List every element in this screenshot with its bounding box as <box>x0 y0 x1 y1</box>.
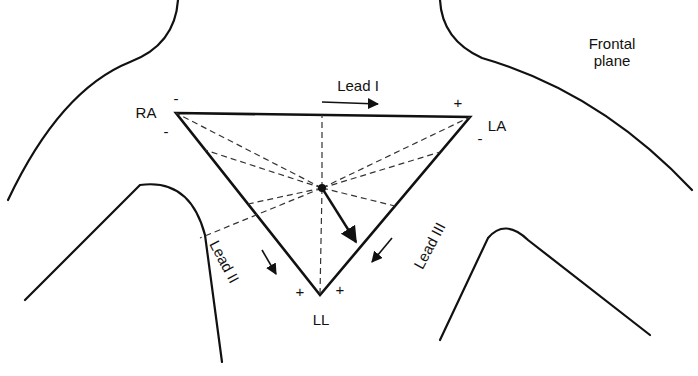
axis-line <box>321 115 322 188</box>
lead-label: Lead III <box>411 220 449 272</box>
lead-label: Lead I <box>337 78 379 95</box>
electrode-label: LL <box>313 312 330 329</box>
electrode-label: LA <box>488 118 506 135</box>
axis-line <box>200 188 322 238</box>
electrode-label: RA <box>136 105 157 122</box>
lead-direction-arrow <box>322 102 378 104</box>
polarity-sign: - <box>174 91 179 108</box>
einthoven-triangle <box>176 113 470 295</box>
lead-direction-arrow <box>372 238 392 262</box>
cardiac-vector <box>322 188 356 242</box>
lead-direction-arrow <box>262 250 276 274</box>
axis-line <box>176 113 322 188</box>
polarity-sign: - <box>478 131 483 148</box>
polarity-sign: + <box>296 284 305 301</box>
axis-line <box>320 188 322 295</box>
axis-line <box>322 152 440 188</box>
polarity-sign: + <box>336 282 345 299</box>
polarity-sign: - <box>164 124 169 141</box>
plane-label: Frontal plane <box>577 36 647 69</box>
polarity-sign: + <box>454 95 463 112</box>
left-arm-outline <box>25 184 222 362</box>
axis-line <box>322 117 470 188</box>
axis-line <box>248 188 322 204</box>
left-neck-shoulder <box>8 0 178 200</box>
right-arm-outline <box>440 228 650 340</box>
right-neck-shoulder <box>440 0 692 190</box>
axis-line <box>205 150 322 188</box>
